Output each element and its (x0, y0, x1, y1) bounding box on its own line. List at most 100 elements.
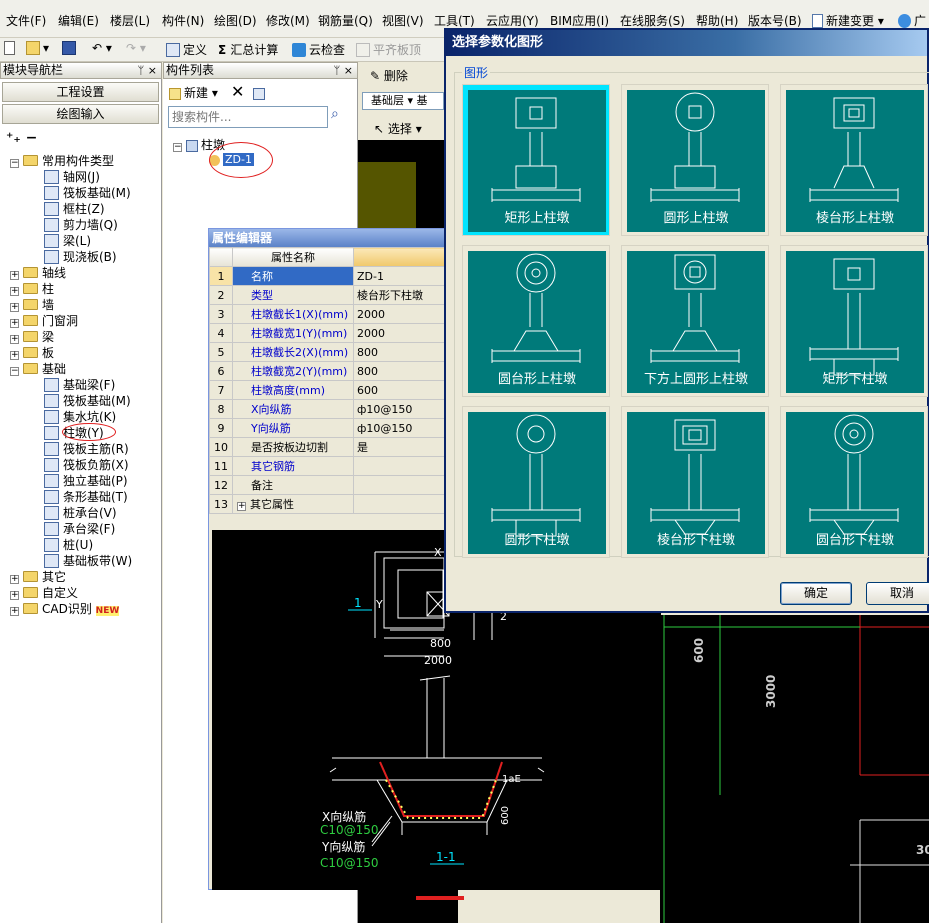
expand-collapse-icons[interactable]: ⁺₊ − (6, 130, 38, 146)
nav-tree-item[interactable]: 轴网(J) (44, 169, 100, 185)
nav-tree-item[interactable]: +柱 (10, 282, 55, 296)
nav-tree-item[interactable]: +梁 (10, 330, 55, 344)
nav-tree-item[interactable]: 桩(U) (44, 537, 93, 553)
menu-extra[interactable]: 广 (898, 12, 926, 29)
save-icon[interactable] (62, 41, 79, 55)
shape-option[interactable]: 圆形下柱墩 (462, 406, 610, 558)
cancel-button[interactable]: 取消 (866, 582, 929, 605)
new-file-icon[interactable] (4, 41, 18, 55)
define-button[interactable]: 定义 (166, 41, 207, 58)
menu-bim[interactable]: BIM应用(I) (550, 14, 610, 28)
delete-button[interactable]: ✎ 删除 (370, 69, 408, 83)
menu-rebar[interactable]: 钢筋量(Q) (318, 14, 373, 28)
nav-tree-item[interactable]: 集水坑(K) (44, 409, 116, 425)
nav-tree-item[interactable]: +板 (10, 346, 55, 360)
expand-toggle-icon[interactable]: + (10, 350, 19, 360)
menu-help[interactable]: 帮助(H) (696, 14, 739, 28)
expand-toggle-icon[interactable]: + (10, 590, 19, 600)
project-settings-button[interactable]: 工程设置 (2, 82, 159, 102)
nav-tree-item[interactable]: +门窗洞 (10, 314, 79, 328)
expand-toggle-icon[interactable]: + (10, 606, 19, 616)
sum-calc-button[interactable]: Σ 汇总计算 (218, 43, 279, 57)
cloud-check-button[interactable]: 云检查 (292, 41, 345, 58)
shape-option[interactable]: 圆台形上柱墩 (462, 245, 610, 397)
nav-tree-item[interactable]: +其它 (10, 570, 67, 584)
expand-toggle-icon[interactable]: + (237, 501, 246, 511)
menu-new-change[interactable]: 新建变更 ▾ (812, 12, 884, 29)
shape-option[interactable]: 圆台形下柱墩 (780, 406, 928, 558)
menu-file[interactable]: 文件(F) (6, 14, 47, 28)
undo-icon[interactable]: ↶ ▾ (92, 41, 112, 55)
delete-icon[interactable]: ✕ (231, 82, 245, 101)
nav-tree-item[interactable]: 筏板负筋(X) (44, 457, 129, 473)
expand-toggle-icon[interactable]: + (10, 270, 19, 280)
redo-icon[interactable]: ↷ ▾ (126, 41, 146, 55)
nav-tree-item[interactable]: 剪力墙(Q) (44, 217, 118, 233)
shape-option[interactable]: 矩形下柱墩 (780, 245, 928, 397)
nav-tree-item[interactable]: 现浇板(B) (44, 249, 117, 265)
expand-toggle-icon[interactable]: + (10, 334, 19, 344)
component-search-input[interactable]: 搜索构件... (168, 106, 328, 128)
expand-toggle-icon[interactable]: + (10, 286, 19, 296)
nav-tree-item[interactable]: +CAD识别 NEW (10, 602, 120, 616)
shape-option[interactable]: 棱台形上柱墩 (780, 84, 928, 236)
shape-option[interactable]: 下方上圆形上柱墩 (621, 245, 769, 397)
menu-version[interactable]: 版本号(B) (748, 14, 802, 28)
expand-toggle-icon[interactable]: + (10, 318, 19, 328)
expand-toggle-icon[interactable]: + (10, 574, 19, 584)
nav-tree-item[interactable]: 基础板带(W) (44, 553, 132, 569)
pin-close-icons[interactable]: ᛘ × (137, 64, 157, 77)
menu-modify[interactable]: 修改(M) (266, 14, 310, 28)
menu-floor[interactable]: 楼层(L) (110, 14, 151, 28)
select-button[interactable]: ↖ 选择 ▾ (374, 122, 422, 136)
shape-option[interactable]: 棱台形下柱墩 (621, 406, 769, 558)
property-row[interactable]: 13+其它属性 (209, 494, 454, 514)
open-folder-icon[interactable]: ▾ (26, 41, 49, 55)
nav-tree-item[interactable]: −常用构件类型 (10, 154, 115, 168)
tree-root-zhudun[interactable]: −柱墩 (173, 138, 226, 152)
ok-button[interactable]: 确定 (780, 582, 852, 605)
nav-tree-item[interactable]: 条形基础(T) (44, 489, 128, 505)
pin-close-icons[interactable]: ᛘ × (333, 64, 353, 77)
nav-tree-item[interactable]: 筏板基础(M) (44, 185, 131, 201)
drawing-input-button[interactable]: 绘图输入 (2, 104, 159, 124)
nav-tree-item[interactable]: 承台梁(F) (44, 521, 115, 537)
main-canvas[interactable]: 600 3000 30 (660, 615, 929, 923)
nav-tree-item[interactable]: +自定义 (10, 586, 79, 600)
menu-tools[interactable]: 工具(T) (434, 14, 475, 28)
menu-component[interactable]: 构件(N) (162, 14, 205, 28)
nav-tree-item[interactable]: 筏板主筋(R) (44, 441, 129, 457)
menu-cloud[interactable]: 云应用(Y) (486, 14, 539, 28)
expand-toggle-icon[interactable]: + (10, 302, 19, 312)
new-component-button[interactable]: 新建 ▾ (169, 84, 218, 101)
menu-draw[interactable]: 绘图(D) (214, 14, 257, 28)
nav-tree-item[interactable]: −基础 (10, 362, 67, 376)
menu-online[interactable]: 在线服务(S) (620, 14, 685, 28)
copy-icon[interactable] (253, 86, 268, 100)
menu-view[interactable]: 视图(V) (382, 14, 424, 28)
nav-tree-item[interactable]: +墙 (10, 298, 55, 312)
search-icon[interactable]: ⌕ (331, 106, 339, 122)
flat-top-button[interactable]: 平齐板顶 (356, 41, 421, 58)
nav-tree-item[interactable]: 梁(L) (44, 233, 91, 249)
expand-toggle-icon[interactable]: − (10, 158, 19, 168)
nav-tree-item[interactable]: 筏板基础(M) (44, 393, 131, 409)
expand-toggle-icon[interactable]: − (10, 366, 19, 376)
shape-option[interactable]: 圆形上柱墩 (621, 84, 769, 236)
nav-tree-item[interactable]: 基础梁(F) (44, 377, 115, 393)
shape-option[interactable]: 矩形上柱墩 (462, 84, 610, 236)
nav-tree-item[interactable]: 框柱(Z) (44, 201, 105, 217)
nav-tree-item[interactable]: 独立基础(P) (44, 473, 128, 489)
nav-tree-item[interactable]: 桩承台(V) (44, 505, 117, 521)
